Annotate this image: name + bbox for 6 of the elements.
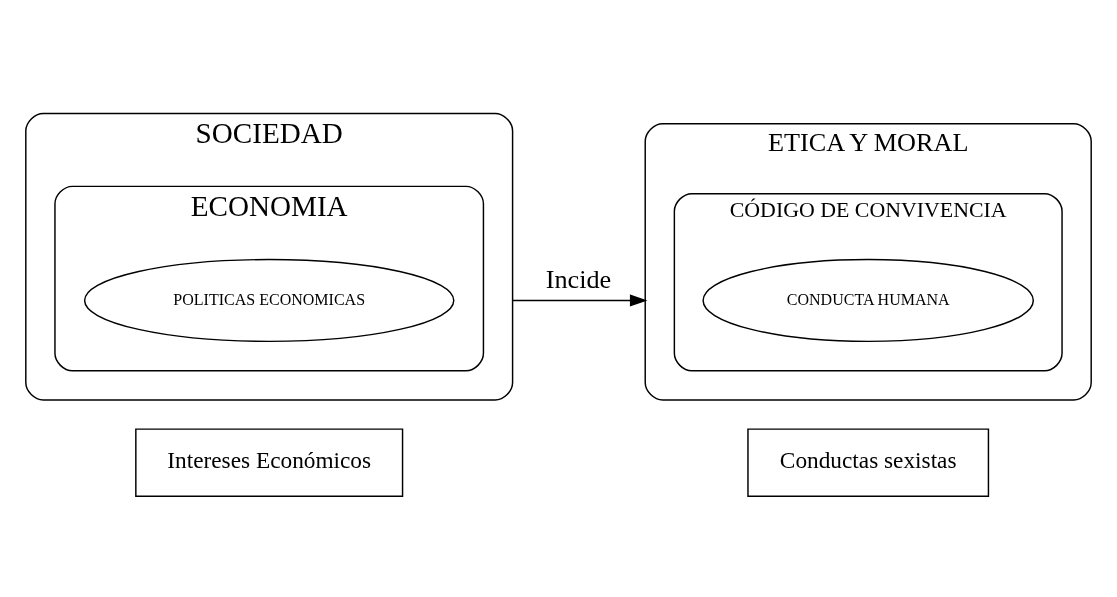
node-box: Intereses Económicos	[135, 427, 404, 497]
arrow	[511, 293, 648, 307]
node-ellipse: CONDUCTA HUMANA	[702, 258, 1034, 342]
node-ellipse: POLITICAS ECONOMICAS	[83, 258, 455, 342]
edge-label: Incide	[545, 264, 612, 294]
node-box: Conductas sexistas	[747, 427, 990, 497]
